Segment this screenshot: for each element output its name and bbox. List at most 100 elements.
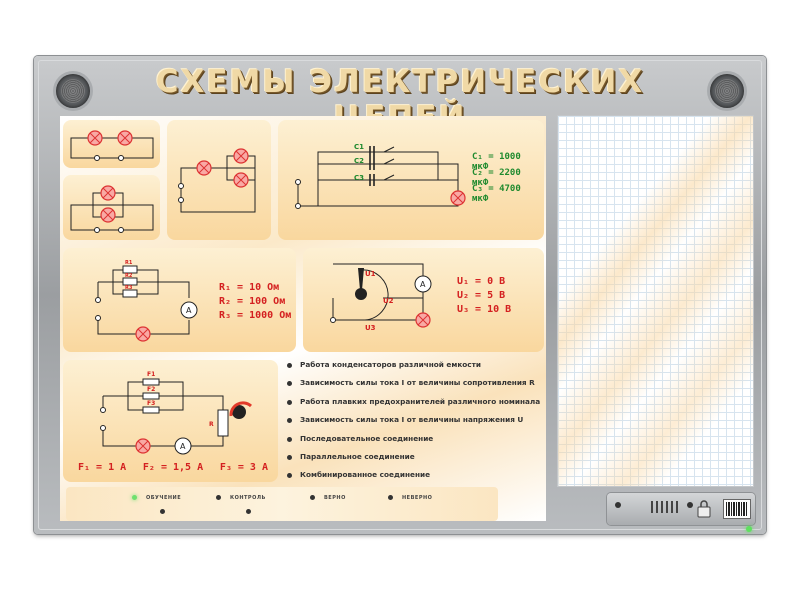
frame-border	[38, 60, 762, 530]
voltage-label-3: U3	[365, 324, 376, 332]
voltage-circuit-box[interactable]: U1 U2 U3 A U₁ = 0 В U₂ = 5 В U₃ = 10 В	[303, 248, 544, 352]
voltage-label-2: U2	[383, 297, 394, 305]
terminal-icon	[94, 227, 100, 233]
terminal-icon	[94, 155, 100, 161]
feature-item: Зависимость силы тока I от величины сопр…	[286, 374, 556, 392]
terminal-icon	[178, 197, 184, 203]
rheostat-knob-icon[interactable]	[232, 405, 246, 419]
resistor-circuit-box[interactable]: R1 R2 R3 A R₁ = 10 Ом R₂ = 100 Ом R₃ = 1…	[63, 248, 296, 352]
fuse-value-1: F₁ = 1 А	[78, 462, 127, 473]
learning-indicator-icon[interactable]	[132, 495, 137, 500]
control-label: КОНТРОЛЬ	[230, 495, 266, 501]
fuse-circuit-diagram: F1 F2 F3 R A	[100, 371, 253, 455]
terminal-icon	[118, 155, 124, 161]
resistor-values: R₁ = 10 Ом R₂ = 100 Ом R₃ = 1000 Ом	[219, 282, 295, 324]
ammeter-label: A	[180, 442, 186, 451]
voltage-knob-icon[interactable]	[355, 288, 367, 300]
resistor-icon	[122, 265, 138, 274]
capacitor-value-3: C₃ = 4700 мкФ	[472, 184, 521, 204]
capacitor-value-2: C₂ = 2200 мкФ	[472, 168, 521, 188]
fuse-circuit-box[interactable]: F1 F2 F3 R A	[63, 360, 278, 482]
series-circuit-box[interactable]	[63, 120, 160, 168]
capacitor-label-2: C2	[354, 157, 364, 165]
barcode-icon	[723, 499, 751, 519]
resistor-label-3: R3	[125, 285, 133, 291]
terminal-icon	[295, 203, 301, 209]
rheostat-icon	[217, 409, 229, 437]
feature-item: Зависимость силы тока I от величины напр…	[286, 411, 556, 429]
fuse-icon	[142, 378, 160, 386]
correct-indicator-icon	[310, 495, 315, 500]
resistor-circuit-diagram: R1 R2 R3 A	[95, 260, 198, 342]
feature-item: Комбинированное соединение	[286, 466, 556, 484]
resistor-label-2: R2	[125, 273, 133, 279]
resistor-label-1: R1	[125, 260, 133, 266]
fuse-values: F₁ = 1 А F₂ = 1,5 А F₃ = 3 А	[78, 462, 268, 473]
resistor-value-3: R₃ = 1000 Ом	[219, 310, 292, 321]
capacitor-label-1: C1	[354, 143, 364, 151]
speaker-left-icon	[56, 74, 90, 108]
ammeter-icon	[174, 437, 192, 455]
ammeter-icon	[180, 301, 198, 319]
capacitor-label-3: C3	[354, 174, 364, 182]
terminal-icon	[118, 227, 124, 233]
mixed-circuit-box[interactable]	[167, 120, 271, 240]
fuse-value-3: F₃ = 3 А	[219, 462, 268, 473]
fuse-value-2: F₂ = 1,5 А	[142, 462, 204, 473]
feature-item: Последовательное соединение	[286, 430, 556, 448]
ammeter-label: A	[420, 280, 426, 289]
fuse-label-3: F3	[147, 400, 155, 407]
fuse-label-2: F2	[147, 386, 155, 393]
feature-list: Работа конденсаторов различной емкости З…	[286, 356, 556, 485]
capacitor-circuit-box[interactable]: C1 C2 C3 C₁ = 1000 мкФ C₂ = 2200 мкФ C₃ …	[278, 120, 544, 240]
control-indicator-icon[interactable]	[216, 495, 221, 500]
wrong-indicator-icon	[388, 495, 393, 500]
rheostat-label: R	[209, 421, 214, 428]
mode-status-strip: ОБУЧЕНИЕ КОНТРОЛЬ ВЕРНО НЕВЕРНО	[66, 487, 498, 521]
voltage-value-1: U₁ = 0 В	[457, 276, 506, 287]
fuse-icon	[142, 392, 160, 400]
capacitor-values: C₁ = 1000 мкФ C₂ = 2200 мкФ C₃ = 4700 мк…	[472, 152, 542, 204]
power-led-icon	[746, 526, 752, 532]
voltage-circuit-diagram: U1 U2 U3 A	[330, 263, 432, 332]
series-circuit-diagram	[70, 130, 154, 161]
feature-item: Параллельное соединение	[286, 448, 556, 466]
voltage-value-3: U₃ = 10 В	[457, 304, 512, 315]
correct-label: ВЕРНО	[324, 495, 346, 501]
lock-icon[interactable]	[695, 498, 713, 518]
control-bar	[607, 493, 755, 525]
voltage-values: U₁ = 0 В U₂ = 5 В U₃ = 10 В	[457, 276, 537, 318]
capacitor-value-1: C₁ = 1000 мкФ	[472, 152, 521, 172]
mode-button-icon[interactable]	[687, 502, 693, 508]
terminal-icon	[95, 315, 101, 321]
feature-item: Работа конденсаторов различной емкости	[286, 356, 556, 374]
parallel-circuit-box[interactable]	[63, 175, 160, 240]
resistor-value-2: R₂ = 100 Ом	[219, 296, 286, 307]
terminal-icon	[295, 179, 301, 185]
fuse-label-1: F1	[147, 371, 155, 378]
voltage-value-2: U₂ = 5 В	[457, 290, 506, 301]
terminal-icon	[100, 407, 106, 413]
parallel-circuit-diagram	[70, 185, 154, 233]
learning-label: ОБУЧЕНИЕ	[146, 495, 182, 501]
control-button-icon[interactable]	[246, 509, 251, 514]
terminal-icon	[95, 297, 101, 303]
terminal-icon	[330, 317, 336, 323]
voltage-label-1: U1	[365, 270, 376, 278]
wrong-label: НЕВЕРНО	[402, 495, 433, 501]
power-button-icon[interactable]	[615, 502, 621, 508]
mixed-circuit-diagram	[178, 148, 256, 213]
writing-board[interactable]	[558, 116, 753, 486]
speaker-right-icon	[710, 74, 744, 108]
ammeter-label: A	[186, 306, 192, 315]
resistor-value-1: R₁ = 10 Ом	[219, 282, 280, 293]
learning-button-icon[interactable]	[160, 509, 165, 514]
volume-indicator-icon	[651, 501, 681, 513]
resistor-icon	[122, 277, 138, 286]
resistor-icon	[122, 289, 138, 298]
terminal-icon	[178, 183, 184, 189]
ammeter-icon	[414, 275, 432, 293]
fuse-icon	[142, 406, 160, 414]
capacitor-circuit-diagram: C1 C2 C3	[295, 143, 466, 209]
feature-item: Работа плавких предохранителей различног…	[286, 393, 556, 411]
